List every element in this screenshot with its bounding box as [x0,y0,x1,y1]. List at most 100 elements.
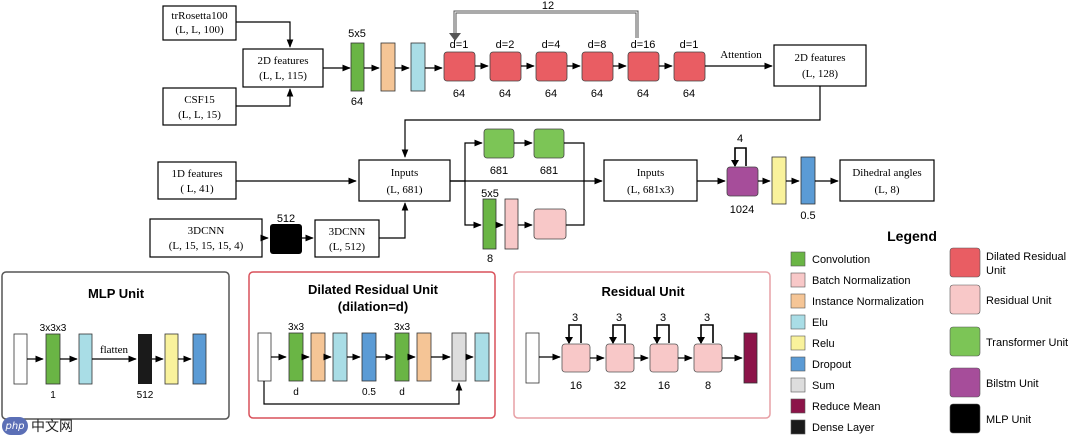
residual-repeat-label: 3 [616,312,622,324]
dilated-channels-label: 64 [683,88,695,100]
arrow-to-inputs [401,86,821,158]
res-kernel-label: 5x5 [481,188,499,200]
residual-block [605,343,635,373]
dilation-label: d=4 [542,39,561,51]
dilated-unit-title: Dilated Residual Unit [308,282,439,297]
legend-unit-label: Residual Unit [986,295,1051,307]
legend-swatch [790,398,806,414]
dilated-residual-block [673,51,706,82]
dil-kernel-2: 3x3 [394,322,411,333]
cnn3d-in-name: 3DCNN [188,225,225,237]
legend-swatch [790,335,806,351]
conv-block [350,42,365,92]
features2d-out-box [773,44,867,87]
mlp-flatten-label: flatten [100,344,129,356]
mlp-elu-block [78,333,93,385]
dil-dropout-block [361,332,377,382]
legend-swatch [790,251,806,267]
legend-swatch [790,356,806,372]
residual-repeat-label: 3 [572,312,578,324]
legend-unit-swatch [949,284,981,315]
features2d-box [242,48,324,88]
inputs-shape: (L, 681) [386,184,422,196]
transformer-block-2 [533,128,565,159]
mlp-dropout-block [192,333,207,385]
mlp-unit-title: MLP Unit [88,286,145,301]
concat-name: Inputs [637,167,665,179]
residual-block [693,343,723,373]
features2d-shape: (L, L, 115) [259,70,307,82]
legend-unit-swatch [949,326,981,357]
legend-label: Elu [812,317,828,329]
arrow-residual-merge [566,181,585,226]
conv-channels-label: 64 [351,96,363,108]
inputs-box [358,159,451,202]
dilation-label: d=1 [450,39,469,51]
dihedral-name: Dihedral angles [852,167,921,179]
csf-box [162,87,237,126]
residual-block [649,343,679,373]
residual-unit-title: Residual Unit [601,284,685,299]
transformer-dim-1: 681 [490,165,508,177]
arrow-trrosetta [236,21,294,48]
residual-loop-head [565,337,573,344]
residual-loop-head [653,337,661,344]
mlp-relu-block [164,333,179,385]
dil-instnorm-block-1 [310,332,326,382]
dilated-residual-block [489,51,522,82]
dil-skip-connection [263,381,463,405]
legend-title: Legend [887,228,937,244]
dil-instnorm-block-2 [416,332,432,382]
elu-block [410,42,426,92]
bilstm-loop [734,147,747,166]
legend-unit-label: MLP Unit [986,414,1031,426]
attention-label: Attention [720,49,762,61]
legend-unit-swatch [949,247,981,278]
legend-label: Convolution [812,254,870,266]
arrow-branch-residual [464,181,482,229]
res-conv-block [482,198,497,250]
dil-elu-block-1 [332,332,348,382]
trrosetta-box [162,5,237,41]
reduce-mean-block [743,332,758,384]
legend-swatch [790,293,806,309]
transformer-block-1 [483,128,515,159]
arrow-csf [236,88,294,107]
csf-shape: (L, L, 15) [178,109,221,121]
legend-label: Sum [812,380,835,392]
dil-dropout-label: 0.5 [362,387,376,398]
relu-block [771,156,787,205]
bilstm-loop-head [731,160,739,167]
legend-unit-label-line2: Unit [986,265,1006,277]
legend-label: Relu [812,338,835,350]
residual-loop-head [609,337,617,344]
inputs-name: Inputs [391,167,419,179]
dil-sum-block [451,332,467,382]
repeat-count: 12 [542,0,554,12]
dropout-label: 0.5 [800,210,815,222]
mlp-conv-block [45,333,61,385]
repeat-bracket [453,10,639,38]
concat-shape: (L, 681x3) [627,184,674,196]
features2d-out-shape: (L, 128) [802,68,838,80]
dilation-label: d=8 [588,39,607,51]
residual-loop [568,324,582,343]
features2d-name: 2D features [257,55,308,67]
residual-channels-label: 32 [614,380,626,392]
watermark-text: 中文网 [31,419,73,435]
cnn3d-out-box [314,219,380,258]
repeat-arrowhead [449,33,461,41]
dihedral-box [839,159,935,202]
dil-dilation-2: d [399,387,405,398]
legend-swatch [790,314,806,330]
legend-unit-label: Dilated Residual [986,251,1066,263]
dilated-channels-label: 64 [545,88,557,100]
res-input-block [525,332,540,384]
dilated-channels-label: 64 [499,88,511,100]
dilation-label: d=2 [496,39,515,51]
dil-dilation-1: d [293,387,299,398]
transformer-dim-2: 681 [540,165,558,177]
